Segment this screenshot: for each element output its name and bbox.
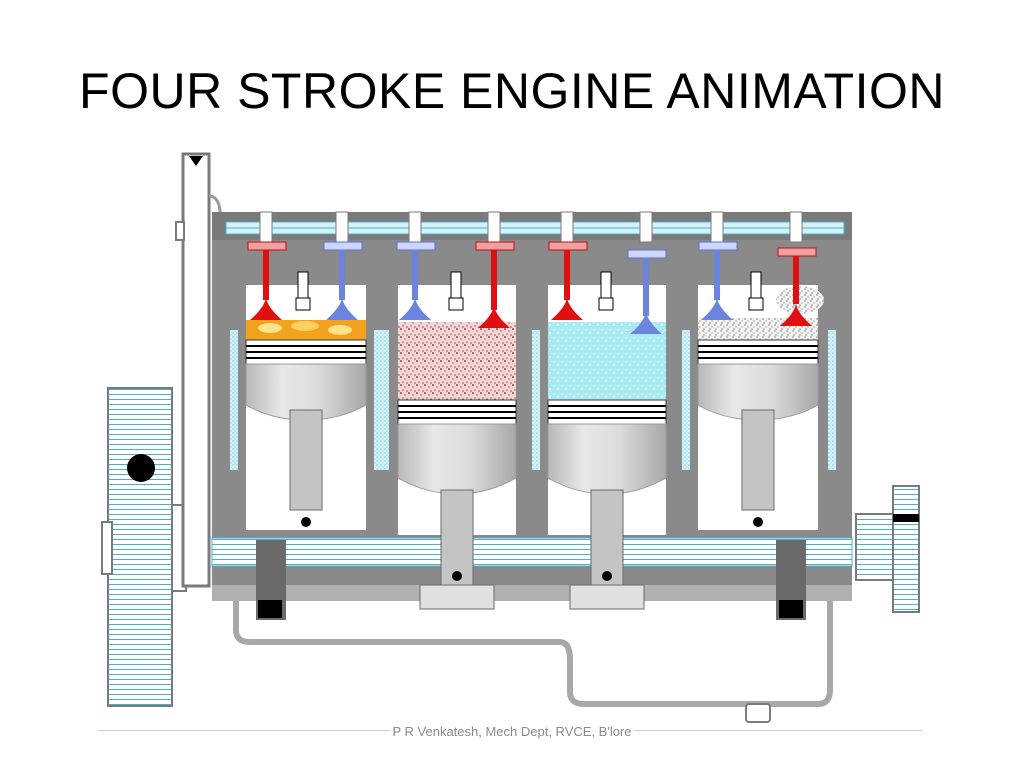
cylinder-2	[381, 211, 517, 610]
footer-credit: P R Venkatesh, Mech Dept, RVCE, B'lore	[390, 724, 634, 739]
cylinder-3	[532, 211, 667, 610]
timing-gear	[855, 485, 920, 613]
slide-footer: P R Venkatesh, Mech Dept, RVCE, B'lore	[0, 724, 1024, 739]
flywheel	[101, 387, 187, 707]
flywheel-hub-dot	[127, 454, 155, 482]
intake-charge	[548, 322, 666, 400]
pulley	[175, 152, 222, 588]
slide-title: FOUR STROKE ENGINE ANIMATION	[79, 63, 945, 119]
cylinder-1	[230, 211, 382, 620]
exhaust-gas	[398, 322, 516, 400]
cylinder-4	[682, 211, 836, 620]
